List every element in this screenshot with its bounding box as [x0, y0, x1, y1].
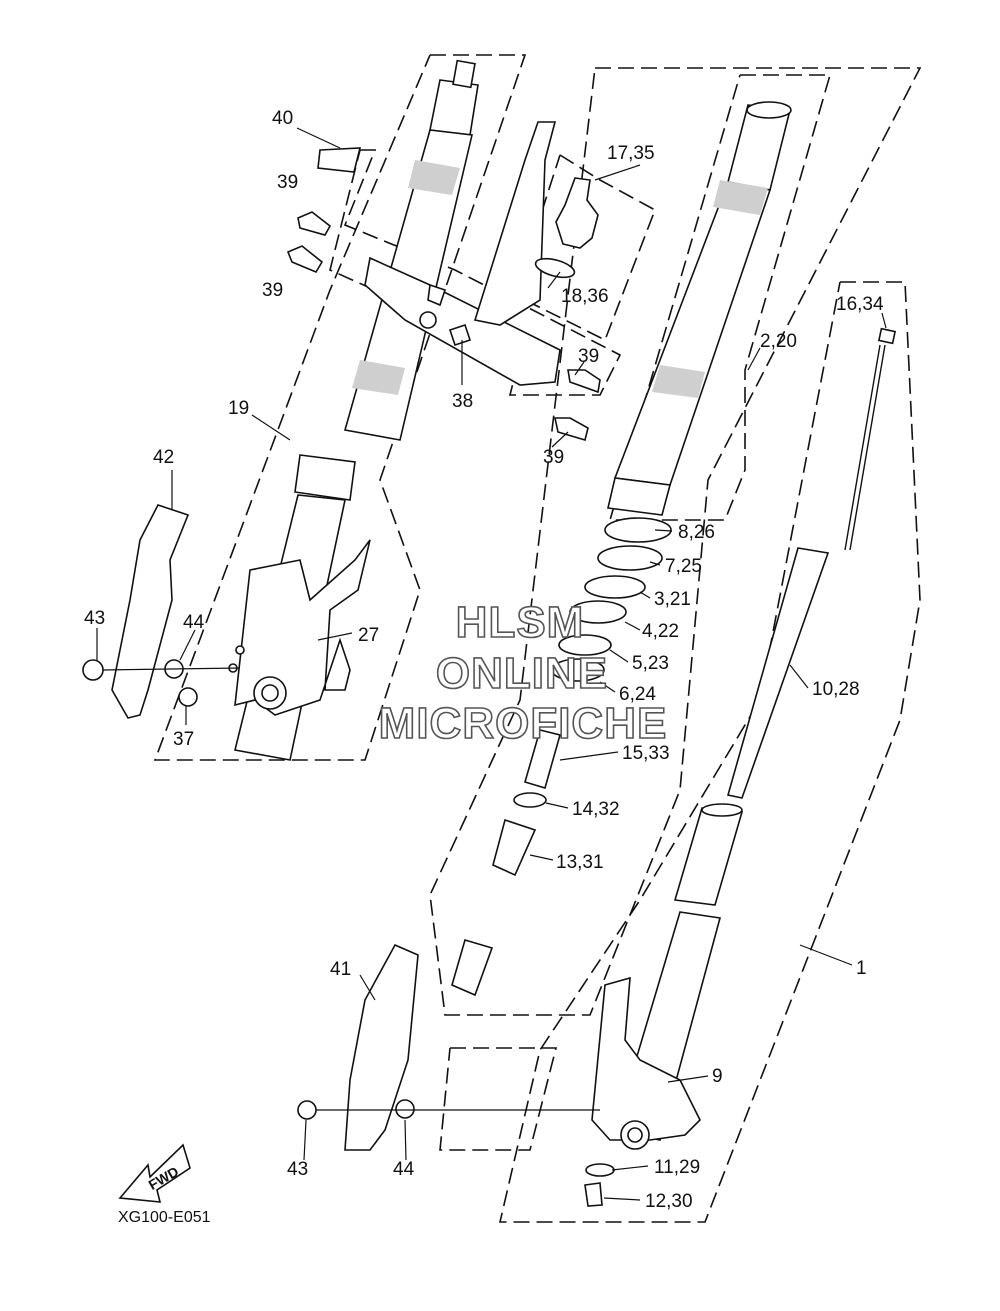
- label-11-29: 11,29: [654, 1157, 700, 1178]
- label-19: 19: [228, 398, 249, 419]
- label-10-28: 10,28: [812, 679, 860, 700]
- cartridge-rod: [726, 327, 897, 799]
- outline-left-fork-assembly: [153, 54, 527, 761]
- label-38: 38: [452, 391, 473, 412]
- label-8-26: 8,26: [678, 522, 715, 543]
- outline-right-fork-assembly: [429, 67, 922, 1016]
- watermark-line-1: HLSM: [456, 598, 585, 647]
- label-12-30: 12,30: [645, 1191, 693, 1212]
- label-2-20: 2,20: [760, 331, 797, 352]
- label-37: 37: [173, 729, 194, 750]
- label-41: 41: [330, 959, 351, 980]
- watermark-line-3: MICROFICHE: [379, 699, 668, 748]
- seal-stack: [551, 517, 672, 682]
- damper-rod: [473, 121, 599, 326]
- label-42: 42: [153, 447, 174, 468]
- label-27: 27: [358, 625, 379, 646]
- label-14-32: 14,32: [572, 799, 620, 820]
- label-1: 1: [856, 958, 867, 979]
- spring-stack: [451, 729, 561, 997]
- label-43-b: 43: [287, 1159, 308, 1180]
- label-17-35: 17,35: [607, 143, 655, 164]
- label-39-c: 39: [578, 346, 599, 367]
- label-40: 40: [272, 108, 293, 129]
- fwd-arrow-icon: FWD: [118, 1143, 191, 1203]
- right-fork-outer: [607, 101, 792, 516]
- label-3-21: 3,21: [654, 589, 691, 610]
- label-18-36: 18,36: [561, 286, 609, 307]
- label-7-25: 7,25: [665, 556, 702, 577]
- watermark: HLSM ONLINE MICROFICHE: [378, 597, 668, 749]
- diagram-code: XG100-E051: [118, 1209, 211, 1226]
- bolts: [286, 211, 601, 442]
- label-6-24: 6,24: [619, 684, 656, 705]
- label-44-b: 44: [393, 1159, 415, 1180]
- label-5-23: 5,23: [632, 653, 669, 674]
- label-9: 9: [712, 1066, 723, 1087]
- part-labels: 40 39 39 39 39 17,35 18,36 38 2,20 16,34…: [84, 108, 884, 1226]
- label-39-b: 39: [262, 280, 283, 301]
- label-16-34: 16,34: [836, 294, 884, 315]
- label-44-a: 44: [183, 612, 205, 633]
- label-4-22: 4,22: [642, 621, 679, 642]
- outline-guard: [439, 1047, 558, 1151]
- label-13-31: 13,31: [556, 852, 604, 873]
- label-39-d: 39: [543, 447, 564, 468]
- watermark-line-2: ONLINE: [436, 649, 608, 698]
- right-lower-leg: [584, 803, 744, 1207]
- leader-lines: [96, 127, 887, 1201]
- outline-outer-tube: [608, 74, 832, 521]
- guard-41: [297, 943, 600, 1151]
- top-bracket: [317, 147, 561, 386]
- label-39-a: 39: [277, 172, 298, 193]
- guard-42: [82, 504, 241, 719]
- label-43-a: 43: [84, 608, 105, 629]
- label-15-33: 15,33: [622, 743, 670, 764]
